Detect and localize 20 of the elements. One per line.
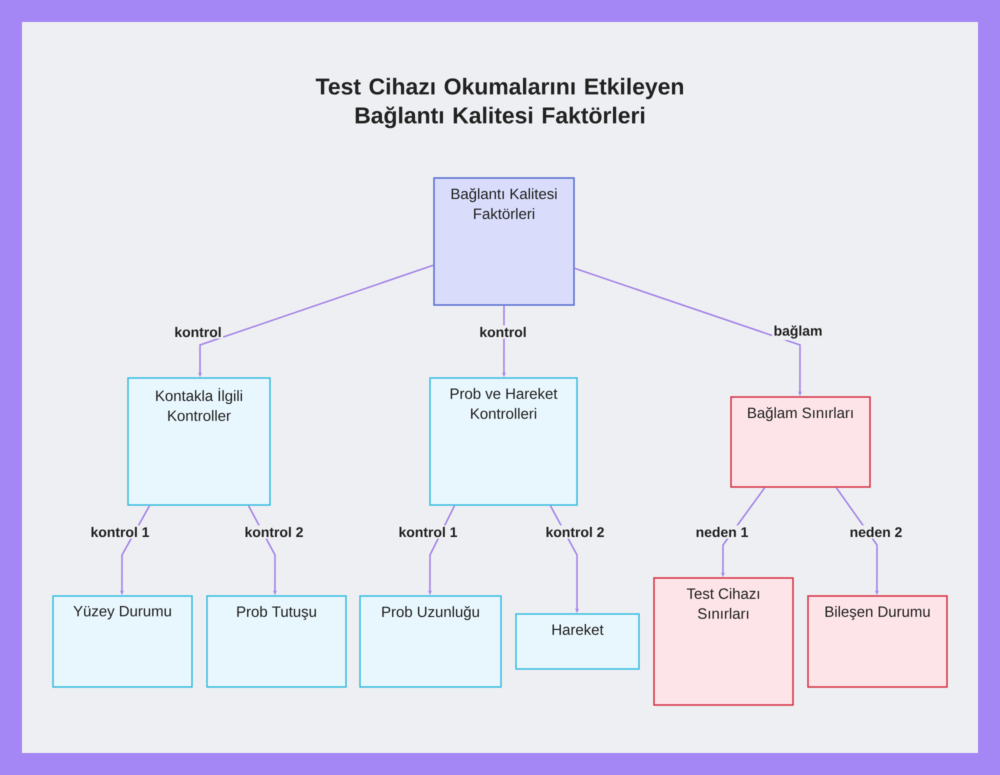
box: Kontakla İlgili Kontroller [127, 377, 271, 506]
box: Prob Tutuşu [206, 595, 347, 688]
edge-label: kontrol 2 [243, 525, 305, 539]
box: Yüzey Durumu [52, 595, 193, 688]
edge-label: kontrol 2 [544, 525, 606, 539]
edge-label: kontrol 1 [397, 525, 459, 539]
edge-label: neden 1 [694, 525, 750, 539]
box: Bağlantı Kalitesi Faktörleri [433, 177, 575, 306]
edge-label: kontrol [172, 325, 224, 339]
box: Prob Uzunluğu [359, 595, 502, 688]
edge-label: neden 2 [848, 525, 904, 539]
box: Bileşen Durumu [807, 595, 948, 688]
title: Test Cihazı Okumalarını Etkileyen Bağlantı Kalitesi Faktörleri [316, 78, 683, 128]
edge-label: kontrol [478, 325, 528, 339]
box: Bağlam Sınırları [730, 396, 871, 488]
box: Test Cihazı Sınırları [653, 577, 794, 706]
box: Prob ve Hareket Kontrolleri [429, 377, 578, 506]
edge-label: kontrol 1 [89, 525, 151, 539]
edge-label: bağlam [772, 324, 824, 340]
box: Hareket [515, 613, 640, 670]
